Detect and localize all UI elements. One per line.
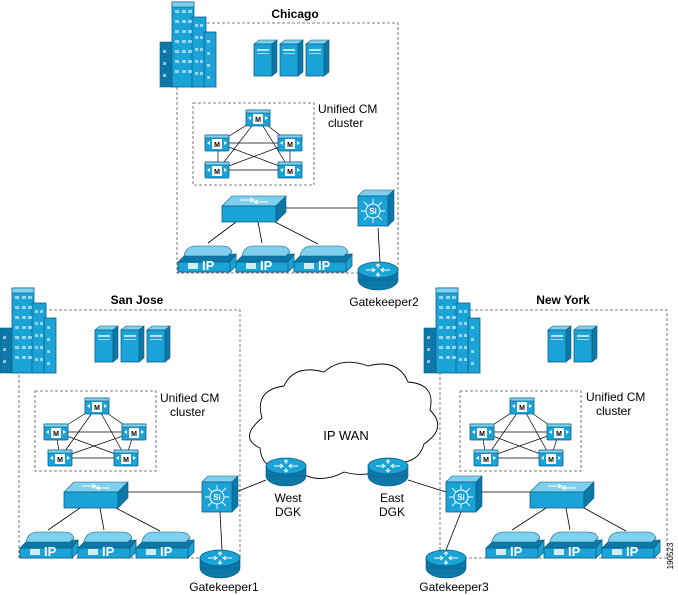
links (47, 207, 627, 551)
gatekeeper1-label: Gatekeeper1 (189, 580, 259, 594)
west-dgk-line1: West (274, 491, 302, 505)
server-icon (547, 325, 572, 363)
wan-label: IP WAN (323, 428, 369, 443)
server-icon (305, 39, 330, 77)
site-box-san-jose (18, 309, 241, 559)
server-icon (253, 39, 278, 77)
lan-switch-icon (529, 481, 595, 509)
server-icon (120, 325, 145, 363)
site-title-chicago: Chicago (271, 7, 318, 21)
east-dgk-line1: East (380, 491, 405, 505)
lan-switch-icon (63, 481, 129, 509)
router-icon (367, 457, 409, 487)
building-icon (0, 287, 57, 374)
call-manager-icon (546, 423, 572, 441)
cluster-label-chicago-line1: Unified CM (318, 102, 377, 116)
ip-phone-icon (135, 531, 195, 560)
call-manager-icon (245, 109, 271, 127)
figure-id: 190523 (666, 542, 675, 569)
call-manager-icon (113, 449, 139, 467)
ip-phone-icon (19, 531, 79, 560)
call-manager-icon (204, 161, 230, 179)
gatekeeper2-label: Gatekeeper2 (349, 295, 419, 309)
cluster-label-chicago-line2: cluster (328, 116, 363, 130)
site-box-chicago (176, 22, 399, 274)
router-icon (425, 549, 467, 579)
ip-phone-icon (293, 245, 353, 274)
call-manager-icon (277, 161, 303, 179)
cluster-label-san-jose-line1: Unified CM (160, 391, 219, 405)
building-icon (423, 287, 481, 374)
gatekeeper3-label: Gatekeeper3 (419, 580, 489, 594)
lan-switch-icon (221, 195, 287, 223)
call-manager-icon (84, 397, 110, 415)
call-manager-icon (277, 134, 303, 152)
cluster-label-san-jose-line2: cluster (170, 405, 205, 419)
router-icon (265, 457, 307, 487)
cluster-box-san-jose (34, 390, 157, 472)
cluster-box-new-york (459, 390, 582, 472)
server-icon (146, 325, 171, 363)
server-icon (279, 39, 304, 77)
router-icon (357, 261, 399, 291)
call-manager-icon (469, 423, 495, 441)
ip-phone-icon (77, 531, 137, 560)
call-manager-icon (204, 134, 230, 152)
east-dgk-line2: DGK (379, 505, 405, 519)
ip-phone-icon (543, 531, 603, 560)
call-manager-icon (121, 423, 147, 441)
call-manager-icon (538, 449, 564, 467)
ip-phone-icon (485, 531, 545, 560)
multilayer-switch-icon (357, 189, 395, 227)
cluster-label-new-york-line1: Unified CM (586, 390, 645, 404)
ip-phone-icon (601, 531, 661, 560)
cluster-label-new-york-line2: cluster (596, 404, 631, 418)
call-manager-icon (473, 449, 499, 467)
router-icon (199, 549, 241, 579)
ip-phone-icon (177, 245, 237, 274)
server-icon (573, 325, 598, 363)
cluster-box-chicago (192, 102, 315, 186)
call-manager-icon (509, 397, 535, 415)
multilayer-switch-icon (445, 475, 483, 513)
site-box-new-york (439, 309, 668, 559)
multilayer-switch-icon (201, 475, 239, 513)
ip-phone-icon (235, 245, 295, 274)
call-manager-icon (47, 449, 73, 467)
server-icon (94, 325, 119, 363)
building-icon (159, 1, 217, 88)
call-manager-icon (43, 423, 69, 441)
site-title-new-york: New York (536, 293, 590, 307)
site-title-san-jose: San Jose (111, 293, 164, 307)
west-dgk-line2: DGK (275, 505, 301, 519)
